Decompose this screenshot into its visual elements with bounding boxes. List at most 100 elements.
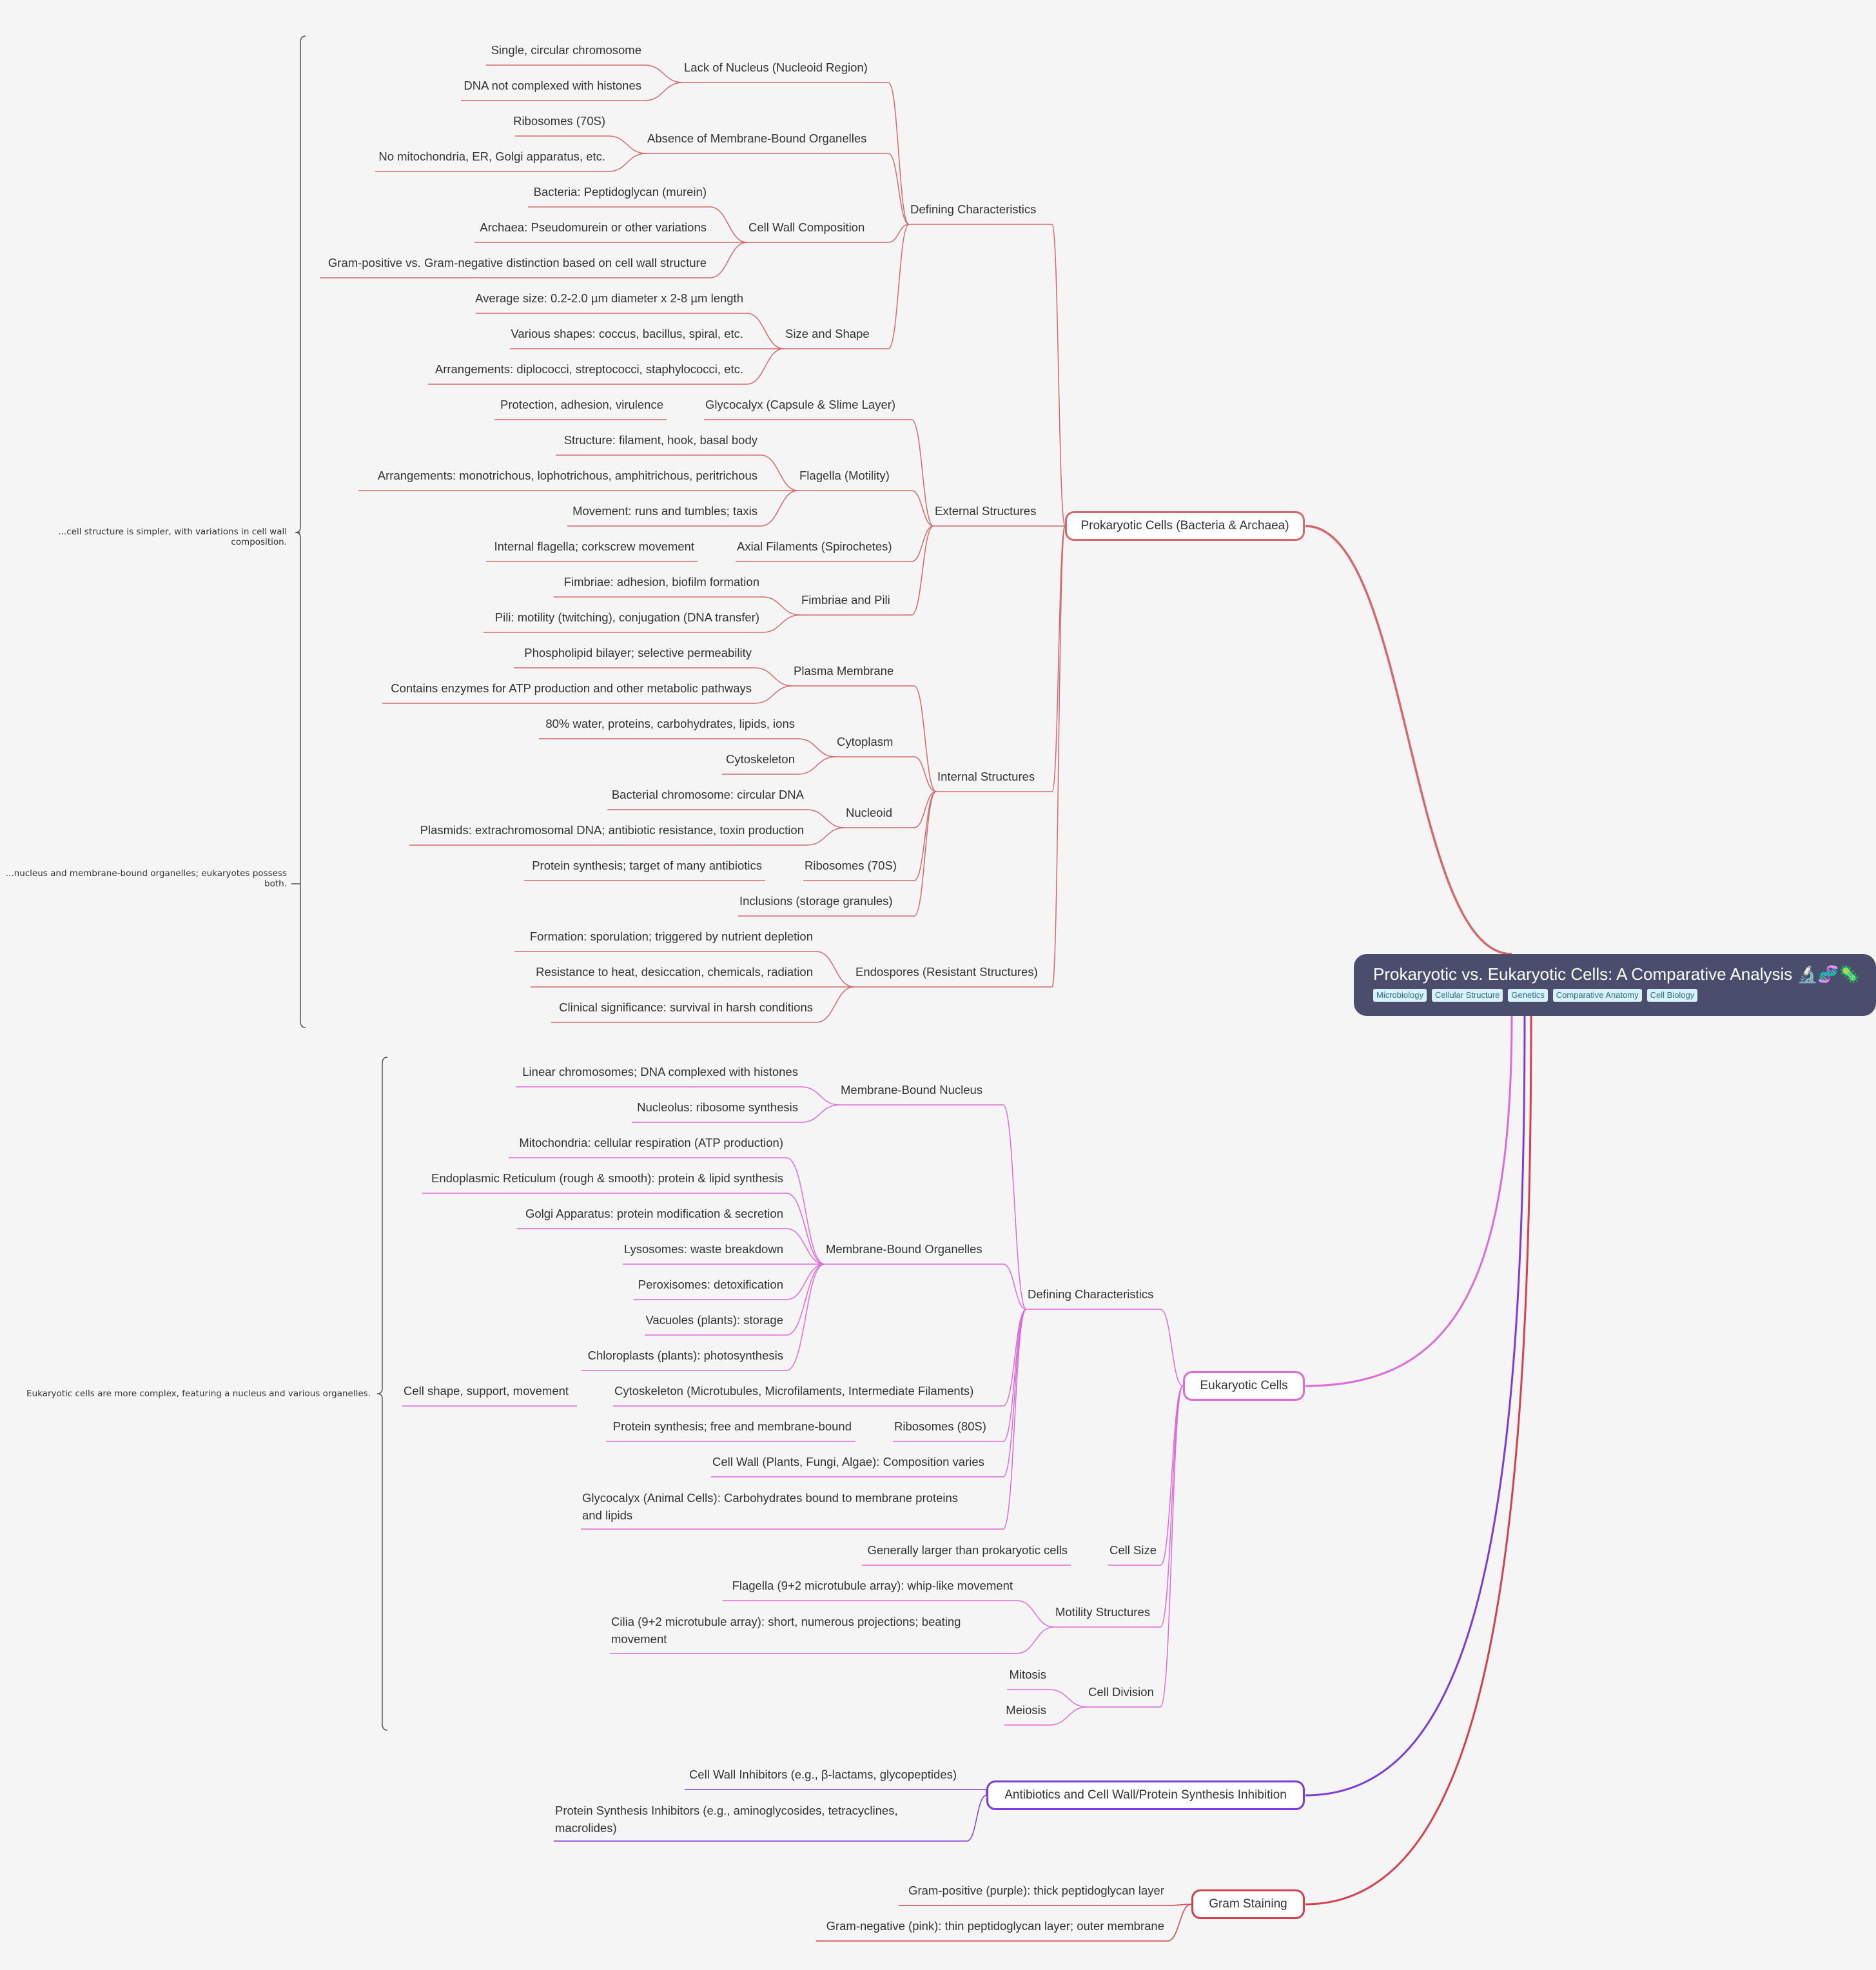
tag[interactable]: Cell Biology	[1646, 989, 1698, 1002]
leaf-euk-division-2[interactable]: Meiosis	[1006, 1703, 1046, 1717]
pro-wall-1-connector	[709, 206, 748, 243]
node-pro-nucleoid[interactable]: Nucleoid	[846, 806, 892, 819]
leaf-euk-motility-1[interactable]: Flagella (9+2 microtubule array): whip-l…	[732, 1579, 1013, 1592]
leaf-pro-nucleus-1[interactable]: Single, circular chromosome	[491, 43, 641, 57]
node-pro-membrane[interactable]: Plasma Membrane	[794, 664, 894, 678]
node-pro-wall[interactable]: Cell Wall Composition	[748, 220, 865, 234]
node-pro-size[interactable]: Size and Shape	[785, 327, 870, 340]
node-pro-organelles[interactable]: Absence of Membrane-Bound Organelles	[647, 132, 867, 145]
leaf-pro-nucleoid-1[interactable]: Bacterial chromosome: circular DNA	[611, 788, 804, 801]
node-pro-flagella[interactable]: Flagella (Motility)	[799, 469, 890, 482]
leaf-euk-organelles-5[interactable]: Peroxisomes: detoxification	[638, 1278, 783, 1291]
leaf-antibiotics-1[interactable]: Cell Wall Inhibitors (e.g., β-lactams, g…	[689, 1768, 957, 1781]
leaf-pro-ribosomes-1[interactable]: Protein synthesis; target of many antibi…	[532, 859, 762, 872]
leaf-pro-membrane-2[interactable]: Contains enzymes for ATP production and …	[391, 681, 752, 695]
leaf-euk-nucleus-2[interactable]: Nucleolus: ribosome synthesis	[637, 1100, 798, 1114]
leaf-pro-wall-3[interactable]: Gram-positive vs. Gram-negative distinct…	[327, 256, 707, 269]
pro-nucleoid-1-connector	[806, 809, 845, 828]
node-pro-glycocalyx[interactable]: Glycocalyx (Capsule & Slime Layer)	[705, 398, 896, 411]
pro-membrane-connector	[914, 685, 937, 792]
node-pro-axial[interactable]: Axial Filaments (Spirochetes)	[737, 540, 892, 553]
leaf-euk-organelles-4[interactable]: Lysosomes: waste breakdown	[623, 1242, 783, 1256]
main-topic-prokaryotic[interactable]: Prokaryotic Cells (Bacteria & Archaea)	[1065, 511, 1305, 541]
node-pro-inclusions[interactable]: Inclusions (storage granules)	[739, 894, 893, 908]
pro-endospores-1-connector	[816, 951, 855, 988]
node-pro-cytoplasm[interactable]: Cytoplasm	[837, 735, 894, 748]
summary-comparison: ...nucleus and membrane-bound organelles…	[0, 868, 287, 889]
euk-ribosomes-connector	[1002, 1309, 1027, 1442]
leaf-pro-size-3[interactable]: Arrangements: diplococci, streptococci, …	[435, 362, 743, 376]
leaf-pro-organelles-1[interactable]: Ribosomes (70S)	[513, 114, 605, 128]
tag[interactable]: Microbiology	[1373, 989, 1427, 1002]
node-pro-fimbriae[interactable]: Fimbriae and Pili	[801, 593, 890, 607]
main-topic-gram-staining[interactable]: Gram Staining	[1191, 1889, 1305, 1919]
node-pro-endospores[interactable]: Endospores (Resistant Structures)	[855, 965, 1038, 979]
leaf-pro-endospores-3[interactable]: Clinical significance: survival in harsh…	[559, 1000, 813, 1014]
pro-wall-connector	[888, 224, 910, 243]
node-euk-glycocalyx[interactable]: Glycocalyx (Animal Cells): Carbohydrates…	[582, 1491, 959, 1522]
leaf-euk-organelles-6[interactable]: Vacuoles (plants): storage	[645, 1313, 783, 1327]
leaf-pro-fimbriae-1[interactable]: Fimbriae: adhesion, biofilm formation	[563, 575, 759, 589]
leaf-pro-size-1[interactable]: Average size: 0.2-2.0 µm diameter x 2-8 …	[475, 291, 743, 305]
pro-cytoplasm-connector	[914, 756, 937, 792]
leaf-pro-glycocalyx-1[interactable]: Protection, adhesion, virulence	[500, 398, 663, 411]
tag[interactable]: Cellular Structure	[1431, 989, 1503, 1002]
leaf-pro-flagella-3[interactable]: Movement: runs and tumbles; taxis	[572, 504, 757, 518]
leaf-pro-fimbriae-2[interactable]: Pili: motility (twitching), conjugation …	[494, 610, 759, 624]
leaf-euk-organelles-7[interactable]: Chloroplasts (plants): photosynthesis	[587, 1349, 783, 1362]
node-euk-organelles[interactable]: Membrane-Bound Organelles	[826, 1242, 982, 1256]
leaf-pro-nucleoid-2[interactable]: Plasmids: extrachromosomal DNA; antibiot…	[420, 823, 804, 837]
leaf-pro-organelles-2[interactable]: No mitochondria, ER, Golgi apparatus, et…	[378, 150, 605, 163]
node-pro-nucleus[interactable]: Lack of Nucleus (Nucleoid Region)	[684, 61, 868, 74]
node-pro-internal[interactable]: Internal Structures	[937, 770, 1035, 783]
leaf-euk-ribosomes-1[interactable]: Protein synthesis; free and membrane-bou…	[612, 1419, 852, 1433]
leaf-euk-division-1[interactable]: Mitosis	[1009, 1668, 1046, 1681]
leaf-pro-wall-2[interactable]: Archaea: Pseudomurein or other variation…	[480, 220, 707, 234]
leaf-pro-axial-1[interactable]: Internal flagella; corkscrew movement	[494, 540, 694, 553]
pro-nucleoid-2-connector	[806, 827, 845, 846]
node-euk-ribosomes[interactable]: Ribosomes (80S)	[894, 1419, 986, 1433]
summary-comparison-line2: both.	[264, 879, 287, 889]
leaf-gram-2[interactable]: Gram-negative (pink): thin peptidoglycan…	[826, 1919, 1164, 1933]
leaf-pro-cytoplasm-2[interactable]: Cytoskeleton	[726, 752, 795, 766]
leaf-pro-nucleus-2[interactable]: DNA not complexed with histones	[464, 79, 641, 92]
leaf-pro-size-2[interactable]: Various shapes: coccus, bacillus, spiral…	[511, 327, 743, 340]
node-pro-external[interactable]: External Structures	[935, 504, 1037, 518]
node-euk-motility[interactable]: Motility Structures	[1055, 1605, 1151, 1619]
node-euk-nucleus[interactable]: Membrane-Bound Nucleus	[841, 1083, 983, 1097]
node-pro-defining[interactable]: Defining Characteristics	[910, 202, 1037, 216]
leaf-pro-flagella-1[interactable]: Structure: filament, hook, basal body	[563, 433, 757, 447]
node-euk-wall[interactable]: Cell Wall (Plants, Fungi, Algae): Compos…	[712, 1455, 984, 1468]
pro-flagella-3-connector	[760, 490, 799, 527]
leaf-euk-cytoskeleton-1[interactable]: Cell shape, support, movement	[404, 1384, 569, 1398]
leaf-euk-nucleus-1[interactable]: Linear chromosomes; DNA complexed with h…	[522, 1065, 798, 1078]
node-euk-cytoskeleton[interactable]: Cytoskeleton (Microtubules, Microfilamen…	[614, 1384, 974, 1398]
pro-inclusions-connector	[914, 791, 937, 917]
node-euk-defining[interactable]: Defining Characteristics	[1028, 1287, 1154, 1301]
central-topic[interactable]: Prokaryotic vs. Eukaryotic Cells: A Comp…	[1354, 954, 1876, 1016]
main-topic-eukaryotic[interactable]: Eukaryotic Cells	[1183, 1371, 1305, 1401]
pro-organelles-connector	[888, 153, 910, 225]
leaf-pro-flagella-2[interactable]: Arrangements: monotrichous, lophotrichou…	[377, 469, 757, 482]
node-euk-size[interactable]: Cell Size	[1109, 1543, 1157, 1557]
leaf-antibiotics-2[interactable]: Protein Synthesis Inhibitors (e.g., amin…	[555, 1804, 898, 1835]
euk-motility-1-connector	[1016, 1600, 1055, 1628]
leaf-pro-cytoplasm-1[interactable]: 80% water, proteins, carbohydrates, lipi…	[545, 717, 795, 730]
node-pro-ribosomes[interactable]: Ribosomes (70S)	[805, 859, 897, 872]
tag[interactable]: Comparative Anatomy	[1552, 989, 1642, 1002]
leaf-euk-organelles-3[interactable]: Golgi Apparatus: protein modification & …	[525, 1207, 783, 1220]
main-topic-antibiotics[interactable]: Antibiotics and Cell Wall/Protein Synthe…	[986, 1780, 1305, 1810]
leaf-euk-organelles-1[interactable]: Mitochondria: cellular respiration (ATP …	[519, 1136, 783, 1149]
tag[interactable]: Genetics	[1508, 989, 1548, 1002]
leaf-gram-1[interactable]: Gram-positive (purple): thick peptidogly…	[908, 1884, 1164, 1897]
leaf-euk-size-1[interactable]: Generally larger than prokaryotic cells	[867, 1543, 1068, 1557]
leaf-pro-wall-1[interactable]: Bacteria: Peptidoglycan (murein)	[533, 185, 707, 199]
leaf-pro-endospores-1[interactable]: Formation: sporulation; triggered by nut…	[529, 930, 813, 943]
pro-cytoplasm-2-connector	[797, 756, 836, 775]
leaf-euk-organelles-2[interactable]: Endoplasmic Reticulum (rough & smooth): …	[431, 1171, 783, 1185]
leaf-pro-endospores-2[interactable]: Resistance to heat, desiccation, chemica…	[536, 965, 813, 979]
leaf-pro-membrane-1[interactable]: Phospholipid bilayer; selective permeabi…	[524, 646, 752, 659]
leaf-euk-motility-2[interactable]: Cilia (9+2 microtubule array): short, nu…	[611, 1615, 961, 1646]
node-euk-division[interactable]: Cell Division	[1088, 1685, 1154, 1699]
pro-wall-3-connector	[709, 242, 748, 278]
